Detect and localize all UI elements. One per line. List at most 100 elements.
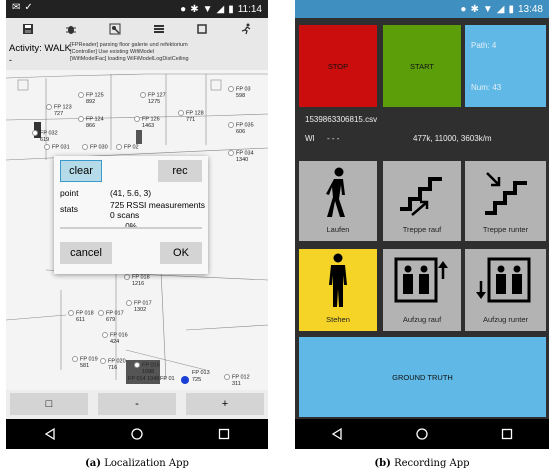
activity-tile-stehen[interactable]: Stehen <box>299 249 377 331</box>
zoom-out-button[interactable]: - <box>98 393 176 415</box>
fp-value: 1275 <box>148 98 161 105</box>
walking-person-icon <box>326 167 345 217</box>
settings-tool-icon[interactable] <box>108 22 122 36</box>
fp-value: 424 <box>110 338 120 345</box>
fp-value: 1046 <box>147 376 160 382</box>
fp-label: FP 124 <box>86 116 104 123</box>
home-icon[interactable] <box>130 427 144 441</box>
fingerprint-dot <box>100 358 106 364</box>
frame-icon[interactable] <box>195 22 209 36</box>
signal-icon: ◢ <box>496 3 505 15</box>
signal-icon: ◢ <box>216 3 225 15</box>
stop-button[interactable]: STOP <box>299 25 377 107</box>
stats-label: stats <box>60 204 78 214</box>
running-icon[interactable] <box>239 22 253 36</box>
elevator-up-icon <box>394 257 448 303</box>
recents-icon[interactable] <box>217 427 231 441</box>
fingerprint-dot <box>228 86 234 92</box>
fingerprint-marker[interactable]: FP 01 <box>160 376 175 383</box>
activity-panel: Activity: WALK - [FPReader] parsing floo… <box>6 40 268 70</box>
activity-tile-treppe-runter[interactable]: Treppe runter <box>465 161 546 241</box>
android-nav-bar <box>6 419 268 449</box>
recents-icon[interactable] <box>500 427 514 441</box>
back-icon[interactable] <box>43 427 57 441</box>
fp-label: FP 018 <box>132 274 150 281</box>
battery-icon: ▮ <box>508 3 514 15</box>
fingerprint-marker[interactable]: FP 030 <box>82 144 108 151</box>
ground-truth-button[interactable]: GROUND TRUTH <box>299 337 546 417</box>
fp-label: FP 012 <box>232 374 250 381</box>
progress-bar <box>60 227 202 229</box>
fp-label: FP 030 <box>90 144 108 151</box>
check-icon: ✓ <box>24 2 33 13</box>
activity-tile-aufzug-rauf[interactable]: Aufzug rauf <box>383 249 461 331</box>
log-line: [WifiModelFac] loading WiFiModelLogDistC… <box>70 56 189 62</box>
fp-label: FP 019 <box>80 356 98 363</box>
activity-label: Treppe rauf <box>402 225 442 234</box>
activity-tile-laufen[interactable]: Laufen <box>299 161 377 241</box>
fingerprint-dot <box>44 144 50 150</box>
activity-tile-treppe-rauf[interactable]: Treppe rauf <box>383 161 461 241</box>
home-icon[interactable] <box>415 427 429 441</box>
zoom-in-button[interactable]: + <box>186 393 264 415</box>
fingerprint-dot <box>46 104 52 110</box>
ok-button[interactable]: OK <box>160 242 202 264</box>
fingerprint-dot <box>82 144 88 150</box>
fingerprint-dot <box>102 332 108 338</box>
fingerprint-marker[interactable]: FP 031 <box>44 144 70 151</box>
clear-button[interactable]: clear <box>60 160 102 182</box>
path-count: Path: 4 <box>471 41 497 50</box>
bug-icon[interactable] <box>64 22 78 36</box>
rec-button[interactable]: rec <box>158 160 202 182</box>
square-button[interactable]: □ <box>10 393 88 415</box>
activity-label: Treppe runter <box>482 225 529 234</box>
layers-icon[interactable] <box>152 22 166 36</box>
start-button[interactable]: START <box>383 25 461 107</box>
fingerprint-marker[interactable]: FP 02 <box>116 144 139 151</box>
fp-value: 892 <box>86 98 96 105</box>
fp-label: FP 128 <box>186 110 204 117</box>
zoom-controls: □ - + <box>6 390 268 419</box>
fp-label: FP 125 <box>86 92 104 99</box>
fingerprint-marker[interactable]: FP 014 1046 <box>128 376 159 383</box>
fp-label: FP 126 <box>142 116 160 123</box>
fp-value: 1463 <box>142 122 155 129</box>
back-icon[interactable] <box>330 427 344 441</box>
fp-value: 1302 <box>134 306 147 313</box>
cancel-button[interactable]: cancel <box>60 242 112 264</box>
activity-tile-aufzug-runter[interactable]: Aufzug runter <box>465 249 546 331</box>
activity-label: Aufzug rauf <box>402 315 442 324</box>
fp-value: 581 <box>80 362 90 369</box>
fp-value: 1216 <box>132 280 145 287</box>
caption-text: Localization App <box>104 458 189 469</box>
save-icon[interactable] <box>21 22 35 36</box>
stats-measurements: 725 RSSI measurements <box>110 200 205 210</box>
fingerprint-dot <box>68 310 74 316</box>
fingerprint-dot <box>98 310 104 316</box>
wifi-label: WI <box>305 134 315 143</box>
fp-label: FP 013 <box>192 370 210 376</box>
fp-value: 716 <box>108 364 118 371</box>
recording-filename: 1539863306815.csv <box>305 115 378 124</box>
